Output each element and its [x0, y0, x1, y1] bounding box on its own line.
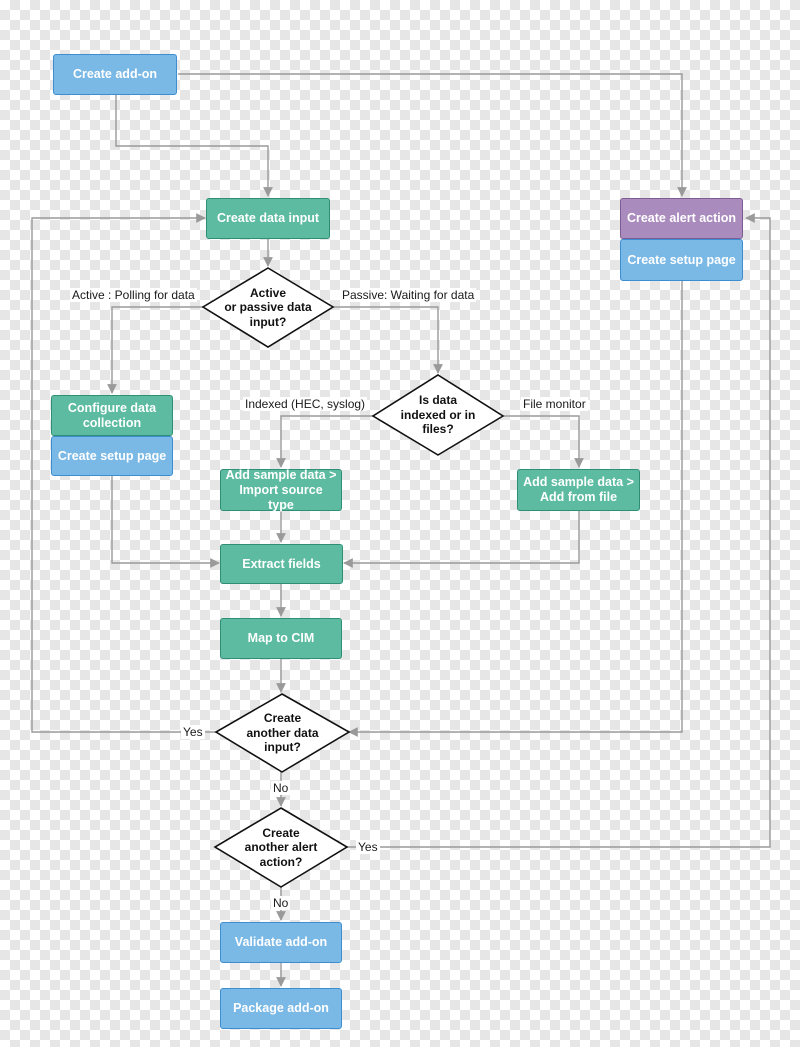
connector-yes-alert-loop [347, 213, 771, 848]
connector-addon-to-alert-action [178, 73, 687, 197]
edge-label-passive: Passive: Waiting for data [340, 288, 477, 302]
edge-label-file-monitor: File monitor [521, 397, 588, 411]
create-setup-page-input-box[interactable]: Create setup page [51, 436, 173, 476]
sample-add-from-file-box[interactable]: Add sample data > Add from file [517, 469, 640, 511]
edge-label-yes-alert-action: Yes [356, 840, 380, 854]
sample-import-source-box[interactable]: Add sample data > Import source type [220, 468, 342, 512]
decision-another-data-input[interactable] [214, 693, 351, 773]
edge-label-no-alert-action: No [271, 896, 291, 910]
connector-active-branch [107, 306, 203, 394]
create-data-input-box[interactable]: Create data input [206, 198, 330, 239]
create-setup-page-alert-box[interactable]: Create setup page [620, 239, 743, 281]
connector-yes-data-input-loop [31, 213, 216, 733]
connector-file-to-extract [343, 511, 580, 568]
extract-fields-box[interactable]: Extract fields [220, 544, 343, 584]
connector-alert-setup-to-decision [348, 281, 683, 737]
edge-label-yes-data-input: Yes [181, 725, 205, 739]
edge-label-no-data-input: No [271, 781, 291, 795]
create-alert-action-box[interactable]: Create alert action [620, 198, 743, 239]
decision-is-data-indexed[interactable] [371, 374, 505, 456]
decision-active-passive[interactable] [201, 267, 335, 348]
connector-addon-to-data-input [115, 95, 273, 197]
create-addon-box[interactable]: Create add-on [53, 54, 177, 95]
edge-label-active: Active : Polling for data [70, 288, 197, 302]
validate-addon-box[interactable]: Validate add-on [220, 922, 342, 963]
decision-another-alert-action[interactable] [213, 807, 349, 888]
connector-file-monitor-branch [503, 415, 584, 468]
edge-label-indexed: Indexed (HEC, syslog) [243, 397, 368, 411]
configure-data-collection-box[interactable]: Configure data collection [51, 395, 173, 436]
connector-indexed-branch [276, 415, 373, 468]
connector-passive-branch [333, 306, 443, 374]
package-addon-box[interactable]: Package add-on [220, 988, 342, 1029]
connector-setup-to-extract [111, 476, 220, 568]
map-to-cim-box[interactable]: Map to CIM [220, 618, 342, 659]
